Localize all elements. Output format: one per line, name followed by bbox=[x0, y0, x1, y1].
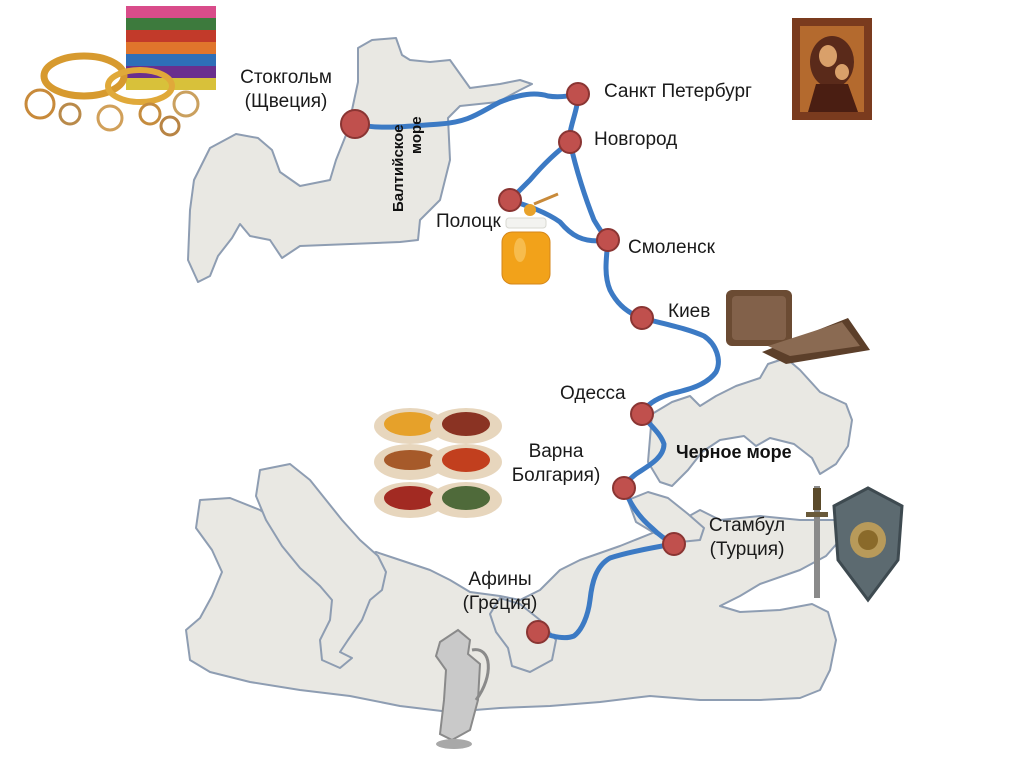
city-name: Новгород bbox=[594, 129, 678, 150]
city-name: Варна bbox=[528, 441, 584, 462]
marker-istanbul[interactable] bbox=[662, 532, 686, 556]
route-novgorod-polotsk bbox=[507, 139, 573, 203]
city-name: Стамбул bbox=[708, 515, 786, 536]
city-country: (Щвеция) bbox=[244, 91, 328, 112]
marker-novgorod[interactable] bbox=[558, 130, 582, 154]
label-kiev: Киев bbox=[668, 300, 710, 324]
city-name: Санкт Петербург bbox=[604, 81, 752, 102]
label-odessa: Одесса bbox=[560, 382, 626, 406]
label-stockholm: Стокгольм (Щвеция) bbox=[226, 66, 346, 114]
city-name: Стокгольм bbox=[240, 67, 332, 88]
city-country: (Турция) bbox=[709, 539, 785, 560]
city-name: Смоленск bbox=[628, 237, 715, 258]
label-smolensk: Смоленск bbox=[628, 236, 715, 260]
spices-icon bbox=[374, 408, 502, 518]
label-polotsk: Полоцк bbox=[436, 210, 501, 234]
honey-jar-icon bbox=[501, 192, 559, 285]
marker-varna[interactable] bbox=[612, 476, 636, 500]
label-novgorod: Новгород bbox=[594, 128, 677, 152]
route-polotsk-smolensk bbox=[507, 197, 611, 244]
route-kiev-odessa bbox=[639, 315, 721, 417]
marker-smolensk[interactable] bbox=[596, 228, 620, 252]
marker-st-petersburg[interactable] bbox=[566, 82, 590, 106]
label-athens: Афины (Греция) bbox=[446, 568, 554, 616]
city-country: (Греция) bbox=[462, 593, 538, 614]
route-novgorod-smolensk bbox=[567, 139, 611, 243]
land-black-sea-north bbox=[647, 357, 853, 487]
marker-athens[interactable] bbox=[526, 620, 550, 644]
black-sea-label: Черное море bbox=[676, 442, 792, 462]
label-st-petersburg: Санкт Петербург bbox=[604, 80, 752, 104]
city-name: Киев bbox=[668, 301, 711, 322]
sword-and-shield-icon bbox=[806, 486, 904, 603]
marker-polotsk[interactable] bbox=[498, 188, 522, 212]
marker-stockholm[interactable] bbox=[340, 109, 370, 139]
baltic-sea-label-line2: море bbox=[408, 116, 425, 154]
city-name: Одесса bbox=[560, 383, 626, 404]
land-bosporus bbox=[627, 491, 705, 543]
jewelry-and-fabric-icon bbox=[24, 6, 216, 137]
route-istanbul-athens bbox=[535, 541, 677, 641]
city-markers bbox=[340, 82, 686, 644]
orthodox-icon-painting bbox=[792, 18, 872, 120]
land-greece bbox=[489, 597, 557, 673]
label-istanbul: Стамбул (Турция) bbox=[692, 514, 802, 562]
city-country: Болгария) bbox=[511, 465, 601, 486]
label-varna: Варна Болгария) bbox=[500, 440, 612, 488]
silver-jug-icon bbox=[434, 628, 490, 749]
baltic-sea-label-line1: Балтийское bbox=[390, 124, 407, 212]
rye-bread-icon bbox=[726, 290, 870, 364]
baltic-sea-label: Балтийское море bbox=[388, 96, 432, 216]
route-baltic bbox=[352, 91, 581, 130]
marker-odessa[interactable] bbox=[630, 402, 654, 426]
city-name: Полоцк bbox=[436, 211, 501, 232]
land-italy bbox=[255, 463, 387, 669]
city-name: Афины bbox=[468, 569, 532, 590]
land-north-europe bbox=[187, 37, 533, 283]
marker-kiev[interactable] bbox=[630, 306, 654, 330]
